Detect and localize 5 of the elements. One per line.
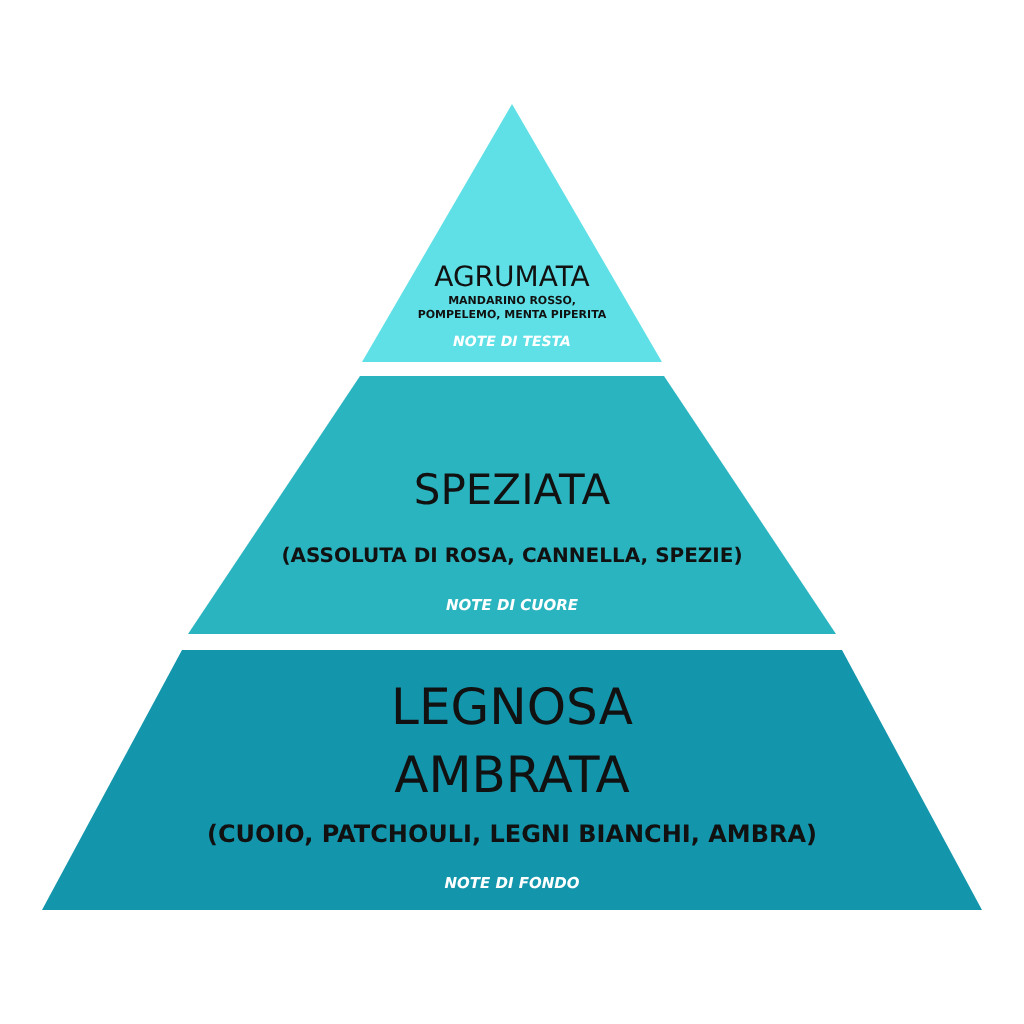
tier-heading: SPEZIATA xyxy=(413,466,611,514)
tier-heading: LEGNOSA AMBRATA xyxy=(391,678,633,804)
ingredient-list: (CUOIO, PATCHOULI, LEGNI BIANCHI, AMBRA) xyxy=(206,820,817,848)
ingredient-list: (ASSOLUTA DI ROSA, CANNELLA, SPEZIE) xyxy=(281,546,743,568)
tier-heading: AGRUMATA xyxy=(434,262,590,294)
